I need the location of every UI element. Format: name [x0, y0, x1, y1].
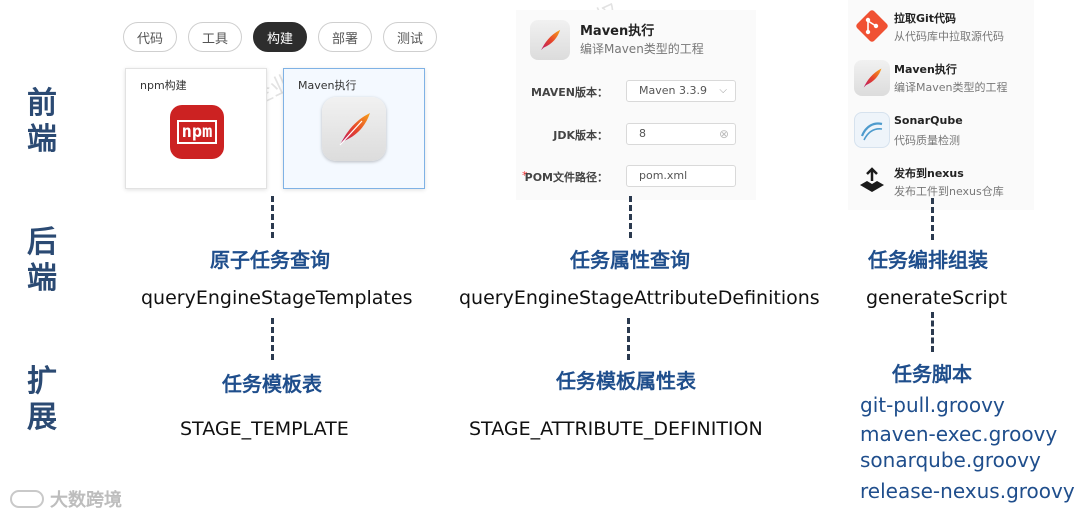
ext-value-col2: STAGE_ATTRIBUTE_DEFINITION	[469, 418, 763, 440]
backend-title-col3: 任务编排组装	[868, 248, 988, 272]
jdk-version-input[interactable]: 8 ⊗	[626, 123, 736, 145]
ext-title-col1: 任务模板表	[222, 372, 322, 396]
clear-icon[interactable]: ⊗	[718, 127, 729, 141]
right-item-title: 拉取Git代码	[894, 12, 957, 25]
script-file: git-pull.groovy	[860, 393, 1005, 417]
maven-version-select[interactable]: Maven 3.3.9 ⌵	[626, 80, 736, 102]
connector-dashed	[271, 196, 274, 238]
connector-dashed	[627, 318, 630, 360]
form-label-maven-version: MAVEN版本：	[531, 86, 608, 99]
form-header-subtitle: 编译Maven类型的工程	[580, 42, 704, 56]
jdk-version-value: 8	[639, 127, 646, 140]
maven-feather-icon	[854, 60, 890, 96]
right-item-subtitle: 编译Maven类型的工程	[894, 81, 1008, 94]
upload-icon	[854, 162, 890, 198]
required-mark: *	[522, 169, 528, 182]
connector-dashed	[931, 312, 934, 352]
card-title: npm构建	[140, 79, 187, 92]
maven-version-value: Maven 3.3.9	[639, 84, 707, 97]
npm-logo-icon: npm	[170, 105, 224, 159]
tab-code[interactable]: 代码	[123, 22, 177, 52]
row-label-extension: 扩展	[27, 364, 57, 435]
card-title: Maven执行	[298, 79, 357, 92]
chevron-down-icon: ⌵	[719, 85, 727, 96]
sonarqube-icon	[854, 112, 890, 148]
connector-dashed	[931, 198, 934, 240]
footer-logo-text: 大数跨境	[50, 490, 122, 511]
backend-title-col2: 任务属性查询	[570, 248, 690, 272]
row-label-frontend: 前端	[27, 86, 57, 157]
chat-bubble-icon	[10, 490, 44, 508]
pom-path-input[interactable]: pom.xml	[626, 165, 736, 187]
ext-title-col3: 任务脚本	[892, 362, 972, 386]
pom-path-value: pom.xml	[639, 169, 688, 182]
tab-deploy[interactable]: 部署	[318, 22, 372, 52]
form-header-title: Maven执行	[580, 24, 655, 39]
card-npm-build[interactable]: npm构建 npm	[125, 68, 267, 189]
right-item-subtitle: 从代码库中拉取源代码	[894, 30, 1004, 43]
git-icon	[854, 8, 890, 44]
right-item-title: 发布到nexus	[894, 167, 964, 180]
right-item-title: SonarQube	[894, 114, 963, 127]
script-file: release-nexus.groovy	[860, 479, 1075, 503]
form-label-pom-path: POM文件路径：	[524, 171, 608, 184]
right-item-subtitle: 发布工件到nexus仓库	[894, 185, 1004, 198]
backend-api-col3: generateScript	[866, 287, 1008, 309]
backend-title-col1: 原子任务查询	[210, 248, 330, 272]
script-file: sonarqube.groovy	[860, 448, 1041, 472]
connector-dashed	[629, 196, 632, 238]
script-file: maven-exec.groovy	[860, 422, 1058, 446]
tab-build[interactable]: 构建	[253, 22, 307, 52]
connector-dashed	[271, 318, 274, 360]
footer-logo: 大数跨境	[10, 486, 122, 512]
form-label-jdk-version: JDK版本：	[553, 129, 608, 142]
maven-feather-icon	[322, 97, 386, 161]
ext-title-col2: 任务模板属性表	[556, 369, 696, 393]
row-label-backend: 后端	[27, 225, 57, 296]
backend-api-col2: queryEngineStageAttributeDefinitions	[459, 287, 820, 309]
right-item-subtitle: 代码质量检测	[894, 134, 960, 147]
npm-logo-text: npm	[176, 120, 218, 144]
tab-test[interactable]: 测试	[383, 22, 437, 52]
ext-value-col1: STAGE_TEMPLATE	[180, 418, 349, 440]
card-maven-exec[interactable]: Maven执行	[283, 68, 425, 189]
backend-api-col1: queryEngineStageTemplates	[141, 287, 413, 309]
maven-feather-icon	[530, 20, 570, 60]
tab-tools[interactable]: 工具	[188, 22, 242, 52]
right-item-title: Maven执行	[894, 63, 957, 76]
